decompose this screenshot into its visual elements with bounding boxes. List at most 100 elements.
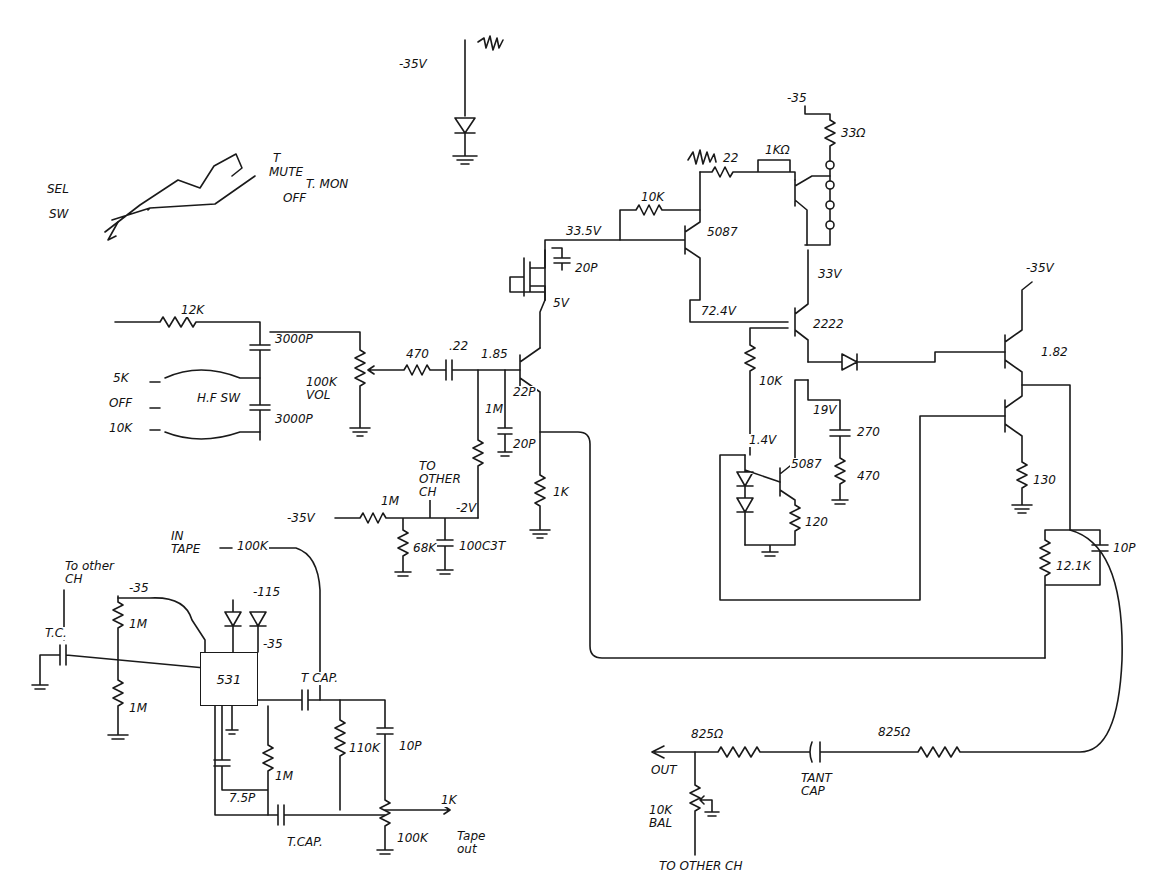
component-label: TANT CAP xyxy=(800,772,842,798)
component-label: .22 xyxy=(448,340,469,353)
component-label: 100K xyxy=(396,832,429,845)
component-label: OFF xyxy=(282,192,307,205)
component-label: 3000P xyxy=(274,413,314,426)
component-label: OFF xyxy=(108,397,133,410)
feedback-wire xyxy=(540,432,1045,658)
component-label: 7.5P xyxy=(228,792,256,805)
switch-symbol xyxy=(150,370,260,439)
resistor-symbol xyxy=(368,360,520,380)
resistor-symbol xyxy=(473,370,483,518)
component-label: 20P xyxy=(574,262,599,275)
component-label: OUT xyxy=(650,764,678,777)
component-label: -35V xyxy=(1025,262,1055,275)
component-label: -35 xyxy=(786,92,808,105)
feedback-network xyxy=(215,706,450,825)
component-label: SW xyxy=(48,208,69,221)
component-label: 825Ω xyxy=(690,728,724,741)
component-label: 110K xyxy=(348,742,381,755)
component-label: -2V xyxy=(455,502,477,515)
component-label: SEL xyxy=(46,183,70,196)
component-label: 5087 xyxy=(706,226,739,239)
feedback-network xyxy=(1022,385,1108,658)
component-label: 72.4V xyxy=(700,305,737,318)
component-label: 12.1K xyxy=(1055,560,1092,573)
component-label: T.CAP. xyxy=(286,836,324,849)
ic-box: 531 xyxy=(200,652,258,706)
transistor-symbol xyxy=(795,250,808,362)
resistor-symbol xyxy=(545,205,700,300)
component-label: 10K xyxy=(640,191,665,204)
component-label: TO OTHER CH xyxy=(418,460,472,500)
resistor-symbol xyxy=(335,700,345,810)
component-label: IN TAPE xyxy=(170,530,208,556)
diode-symbol xyxy=(453,40,477,164)
resistor-symbol xyxy=(745,328,788,455)
capacitor-symbol xyxy=(552,248,570,270)
component-label: -35 xyxy=(262,638,284,651)
component-label: -35 xyxy=(128,582,150,595)
component-label: 470 xyxy=(856,470,881,483)
component-label: 5087 xyxy=(790,458,823,471)
component-label: T CAP. xyxy=(300,672,339,685)
component-label: 1.85 xyxy=(480,348,509,361)
component-label: T.C. xyxy=(44,627,68,640)
component-label: To other CH xyxy=(64,560,118,586)
component-label: 10K xyxy=(108,422,133,435)
resistor-symbol xyxy=(700,160,795,180)
wire xyxy=(720,416,1005,600)
scribble xyxy=(688,150,716,164)
switch-arrow xyxy=(108,222,118,240)
component-label: 1M xyxy=(380,495,400,508)
component-label: 22 xyxy=(722,152,739,165)
component-label: 1KΩ xyxy=(764,144,791,157)
transistor-symbol xyxy=(1005,282,1032,513)
wire xyxy=(540,300,545,348)
component-label: 1M xyxy=(128,702,148,715)
output-path xyxy=(652,530,1122,762)
component-label: 33V xyxy=(817,268,842,281)
component-label: Tape out xyxy=(456,830,498,856)
component-label: 130 xyxy=(1032,474,1057,487)
lamp-symbol xyxy=(826,161,834,169)
component-label: 1.82 xyxy=(1040,346,1069,359)
rc-network xyxy=(808,380,850,504)
diode-symbol xyxy=(808,352,1005,370)
component-label: TO OTHER CH xyxy=(658,860,744,873)
lamp-symbol xyxy=(826,181,834,189)
component-label: 1M xyxy=(484,403,504,416)
transistor-symbol xyxy=(620,172,788,322)
lamp-symbol xyxy=(826,201,834,209)
component-label: 100K xyxy=(236,540,269,553)
component-label: T. MON xyxy=(305,178,349,191)
component-label: 825Ω xyxy=(877,726,911,739)
component-label: 1M xyxy=(128,618,148,631)
pot-symbol xyxy=(270,332,370,436)
component-label: 10P xyxy=(398,740,423,753)
component-label: 2222 xyxy=(812,318,845,331)
output-network xyxy=(258,690,393,854)
component-label: 100C3T xyxy=(458,540,506,553)
component-label: 120 xyxy=(804,516,829,529)
component-label: T xyxy=(272,152,281,165)
scribble xyxy=(478,36,503,50)
component-label: 3000P xyxy=(274,333,314,346)
bias-network xyxy=(335,496,478,576)
component-label: 470 xyxy=(405,348,430,361)
transistor-symbol xyxy=(795,176,830,245)
component-label: 1K xyxy=(552,486,570,499)
component-label: 20P xyxy=(512,438,537,451)
component-label: 33Ω xyxy=(840,127,866,140)
component-label: -115 xyxy=(252,586,281,599)
component-label: 10K BAL xyxy=(648,804,688,830)
component-label: 100K VOL xyxy=(305,376,349,402)
component-label: 10P xyxy=(1112,542,1137,555)
feedback-network xyxy=(214,706,273,815)
component-label: 270 xyxy=(856,426,881,439)
component-label: 12K xyxy=(180,304,205,317)
switch-symbol xyxy=(105,154,255,232)
component-label: MUTE xyxy=(268,166,304,179)
diode-stack xyxy=(737,455,780,545)
component-label: 1K xyxy=(440,794,458,807)
